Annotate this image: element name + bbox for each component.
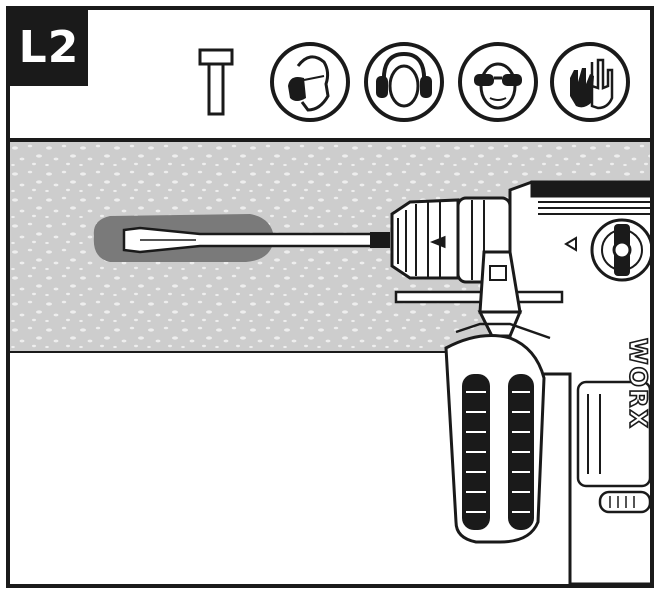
hammer-icon <box>198 48 234 116</box>
instruction-panel: L2 <box>6 6 654 588</box>
brand-text: WORX <box>624 338 650 430</box>
chiseling-scene: WORX <box>10 142 650 584</box>
rotary-hammer <box>390 180 650 584</box>
chisel-bit <box>122 226 390 254</box>
header-bar: L2 <box>10 10 650 142</box>
gloves-icon <box>550 42 630 122</box>
step-label: L2 <box>10 10 88 86</box>
dust-mask-icon <box>270 42 350 122</box>
safety-glasses-icon <box>458 42 538 122</box>
ear-protection-icon <box>364 42 444 122</box>
